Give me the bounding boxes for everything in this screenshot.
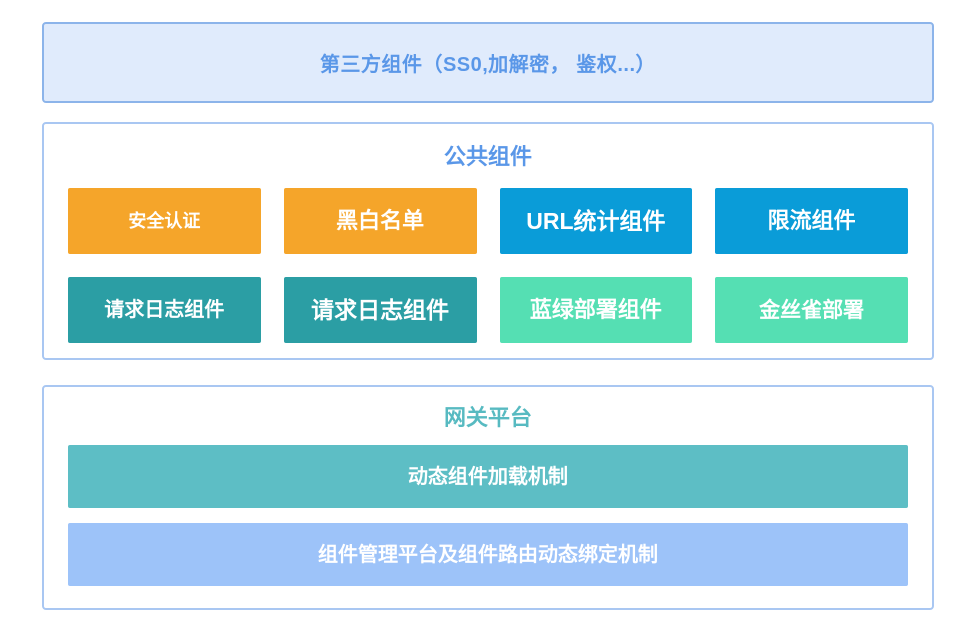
box-blue-green-deploy: 蓝绿部署组件 xyxy=(499,277,693,343)
box-canary-deploy: 金丝雀部署 xyxy=(715,277,908,343)
box-request-log-1: 请求日志组件 xyxy=(68,277,261,343)
box-security-auth: 安全认证 xyxy=(68,188,261,254)
box-request-log-2: 请求日志组件 xyxy=(283,277,477,343)
common-components-grid: 安全认证 黑白名单 URL统计组件 限流组件 请求日志组件 请求日志组件 蓝绿部… xyxy=(68,188,908,343)
bar-dynamic-component-loading: 动态组件加载机制 xyxy=(68,445,908,508)
box-url-stats: URL统计组件 xyxy=(499,188,693,254)
gateway-platform-section: 网关平台 动态组件加载机制 组件管理平台及组件路由动态绑定机制 xyxy=(42,385,934,610)
box-blacklist-whitelist: 黑白名单 xyxy=(283,188,477,254)
third-party-components-box: 第三方组件（SS0,加解密， 鉴权...） xyxy=(42,22,934,103)
gateway-platform-title: 网关平台 xyxy=(443,405,532,430)
gateway-bars: 动态组件加载机制 组件管理平台及组件路由动态绑定机制 xyxy=(68,445,908,601)
common-components-title: 公共组件 xyxy=(443,144,532,169)
common-components-section: 公共组件 安全认证 黑白名单 URL统计组件 限流组件 请求日志组件 请求日志组… xyxy=(42,122,934,360)
box-rate-limit: 限流组件 xyxy=(715,188,908,254)
bar-component-mgmt-routing: 组件管理平台及组件路由动态绑定机制 xyxy=(68,523,908,586)
